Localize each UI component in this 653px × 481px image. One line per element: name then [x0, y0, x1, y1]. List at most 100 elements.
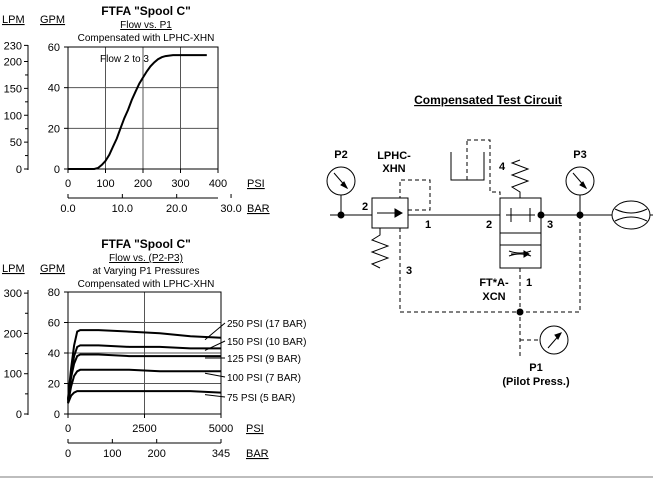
- lpm-tick-label-0: 0: [16, 164, 22, 176]
- gpm-tick-label-1: 20: [48, 379, 60, 391]
- series-line-0: [68, 54, 207, 170]
- chart-flow-vs-p2-p3: FTFA "Spool C" Flow vs. (P2-P3) at Varyi…: [2, 237, 306, 460]
- lphc-arrow-head: [394, 208, 404, 218]
- series-line-4: [67, 390, 222, 404]
- flow-meter-symbol: [614, 208, 648, 222]
- chart1-psi-ticks: 0 100 200 300 400: [65, 169, 227, 190]
- chart2-gpm-label: GPM: [40, 263, 65, 275]
- lpm-tick-label-2: 100: [4, 110, 22, 122]
- ft-spring: [510, 159, 530, 198]
- chart2-subtitle-2: at Varying P1 Pressures: [92, 266, 199, 277]
- chart1-title: FTFA "Spool C": [101, 4, 191, 18]
- chart2-series: [67, 329, 222, 404]
- lphc-label-1: LPHC-: [377, 150, 411, 162]
- bar-tick-label-3: 345: [212, 448, 230, 460]
- series-leader-0: [204, 322, 226, 341]
- ft-outlet-junction: [537, 211, 545, 219]
- p1-note: (Pilot Press.): [502, 376, 570, 388]
- lphc-label-2: XHN: [382, 163, 405, 175]
- series-label-1: 150 PSI (10 BAR): [227, 337, 306, 348]
- series-label-4: 75 PSI (5 BAR): [227, 393, 295, 404]
- lpm-tick-label-3: 150: [4, 83, 22, 95]
- chart1-bar-label: BAR: [247, 203, 270, 215]
- port-3-ft: 3: [547, 219, 553, 231]
- psi-tick-label-4: 400: [209, 178, 227, 190]
- gpm-tick-label-2: 40: [48, 83, 60, 95]
- chart1-series: [68, 54, 207, 170]
- ft-label-2: XCN: [482, 291, 505, 303]
- bar-tick-label-0: 0.0: [60, 203, 75, 215]
- chart2-grid: [68, 292, 221, 414]
- drain-pilot-line: [399, 215, 581, 313]
- chart2-lpm-label: LPM: [2, 263, 25, 275]
- circuit-diagram: Compensated Test Circuit P2 LPHC- XHN 2 …: [326, 93, 653, 388]
- p1-label: P1: [529, 362, 542, 374]
- chart1-subtitle-1: Flow vs. P1: [120, 20, 172, 31]
- p3-junction: [576, 211, 584, 219]
- circuit-title: Compensated Test Circuit: [414, 93, 562, 107]
- lphc-spring: [370, 228, 390, 269]
- chart2-bar-label: BAR: [246, 448, 269, 460]
- gpm-tick-label-0: 0: [54, 164, 60, 176]
- gpm-tick-label-2: 40: [48, 348, 60, 360]
- psi-tick-label-1: 100: [96, 178, 114, 190]
- lpm-tick-label-0: 0: [16, 409, 22, 421]
- chart2-subtitle-3: Compensated with LPHC-XHN: [78, 279, 215, 290]
- bar-tick-label-1: 100: [103, 448, 121, 460]
- series-leader-3: [204, 372, 226, 378]
- tank-drain-line: [467, 139, 501, 198]
- bar-tick-label-2: 20.0: [166, 203, 187, 215]
- chart2-title: FTFA "Spool C": [101, 237, 191, 251]
- chart-flow-vs-p1: FTFA "Spool C" Flow vs. P1 Compensated w…: [2, 4, 270, 215]
- gpm-tick-label-3: 60: [48, 318, 60, 330]
- lphc-pilot-line: [399, 179, 431, 211]
- psi-tick-label-2: 5000: [209, 423, 233, 435]
- bar-tick-label-0: 0: [65, 448, 71, 460]
- lpm-tick-label-3: 300: [4, 288, 22, 300]
- series-label-0: 250 PSI (17 BAR): [227, 319, 306, 330]
- series-leader-4: [204, 394, 226, 398]
- series-line-1: [67, 344, 221, 401]
- port-3-lphc: 3: [406, 265, 412, 277]
- port-4: 4: [499, 161, 506, 173]
- ft-label-1: FT*A-: [479, 277, 509, 289]
- port-1-lphc: 1: [425, 219, 431, 231]
- lpm-tick-label-1: 100: [4, 369, 22, 381]
- gpm-tick-label-3: 60: [48, 42, 60, 54]
- ft-valve-arrow: [523, 250, 530, 258]
- series-label-2: 125 PSI (9 BAR): [227, 354, 301, 365]
- chart1-gpm-label: GPM: [40, 14, 65, 26]
- chart1-annotation: Flow 2 to 3: [100, 54, 149, 65]
- gpm-tick-label-4: 80: [48, 287, 60, 299]
- chart1-grid: [68, 47, 218, 169]
- p1-gauge-arrow: [554, 332, 562, 340]
- port-2-ft: 2: [486, 219, 492, 231]
- series-label-3: 100 PSI (7 BAR): [227, 373, 301, 384]
- chart1-lpm-label: LPM: [2, 14, 25, 26]
- bottom-rule: [0, 476, 653, 478]
- lpm-tick-label-4: 200: [4, 57, 22, 69]
- gpm-tick-label-1: 20: [48, 123, 60, 135]
- bar-tick-label-1: 10.0: [112, 203, 133, 215]
- chart2-psi-label: PSI: [246, 423, 264, 435]
- series-line-0: [67, 329, 222, 399]
- chart1-psi-label: PSI: [247, 178, 265, 190]
- psi-tick-label-0: 0: [65, 423, 71, 435]
- p2-junction: [337, 211, 345, 219]
- series-line-2: [67, 353, 221, 402]
- chart2-subtitle-1: Flow vs. (P2-P3): [109, 253, 183, 264]
- psi-tick-label-0: 0: [65, 178, 71, 190]
- psi-tick-label-2: 200: [134, 178, 152, 190]
- port-1-ft: 1: [526, 277, 532, 289]
- chart2-series-labels: 250 PSI (17 BAR) 150 PSI (10 BAR) 125 PSI …: [204, 319, 306, 404]
- psi-tick-label-1: 2500: [132, 423, 156, 435]
- psi-tick-label-3: 300: [171, 178, 189, 190]
- p3-gauge-arrow: [579, 181, 588, 190]
- p2-label: P2: [334, 149, 347, 161]
